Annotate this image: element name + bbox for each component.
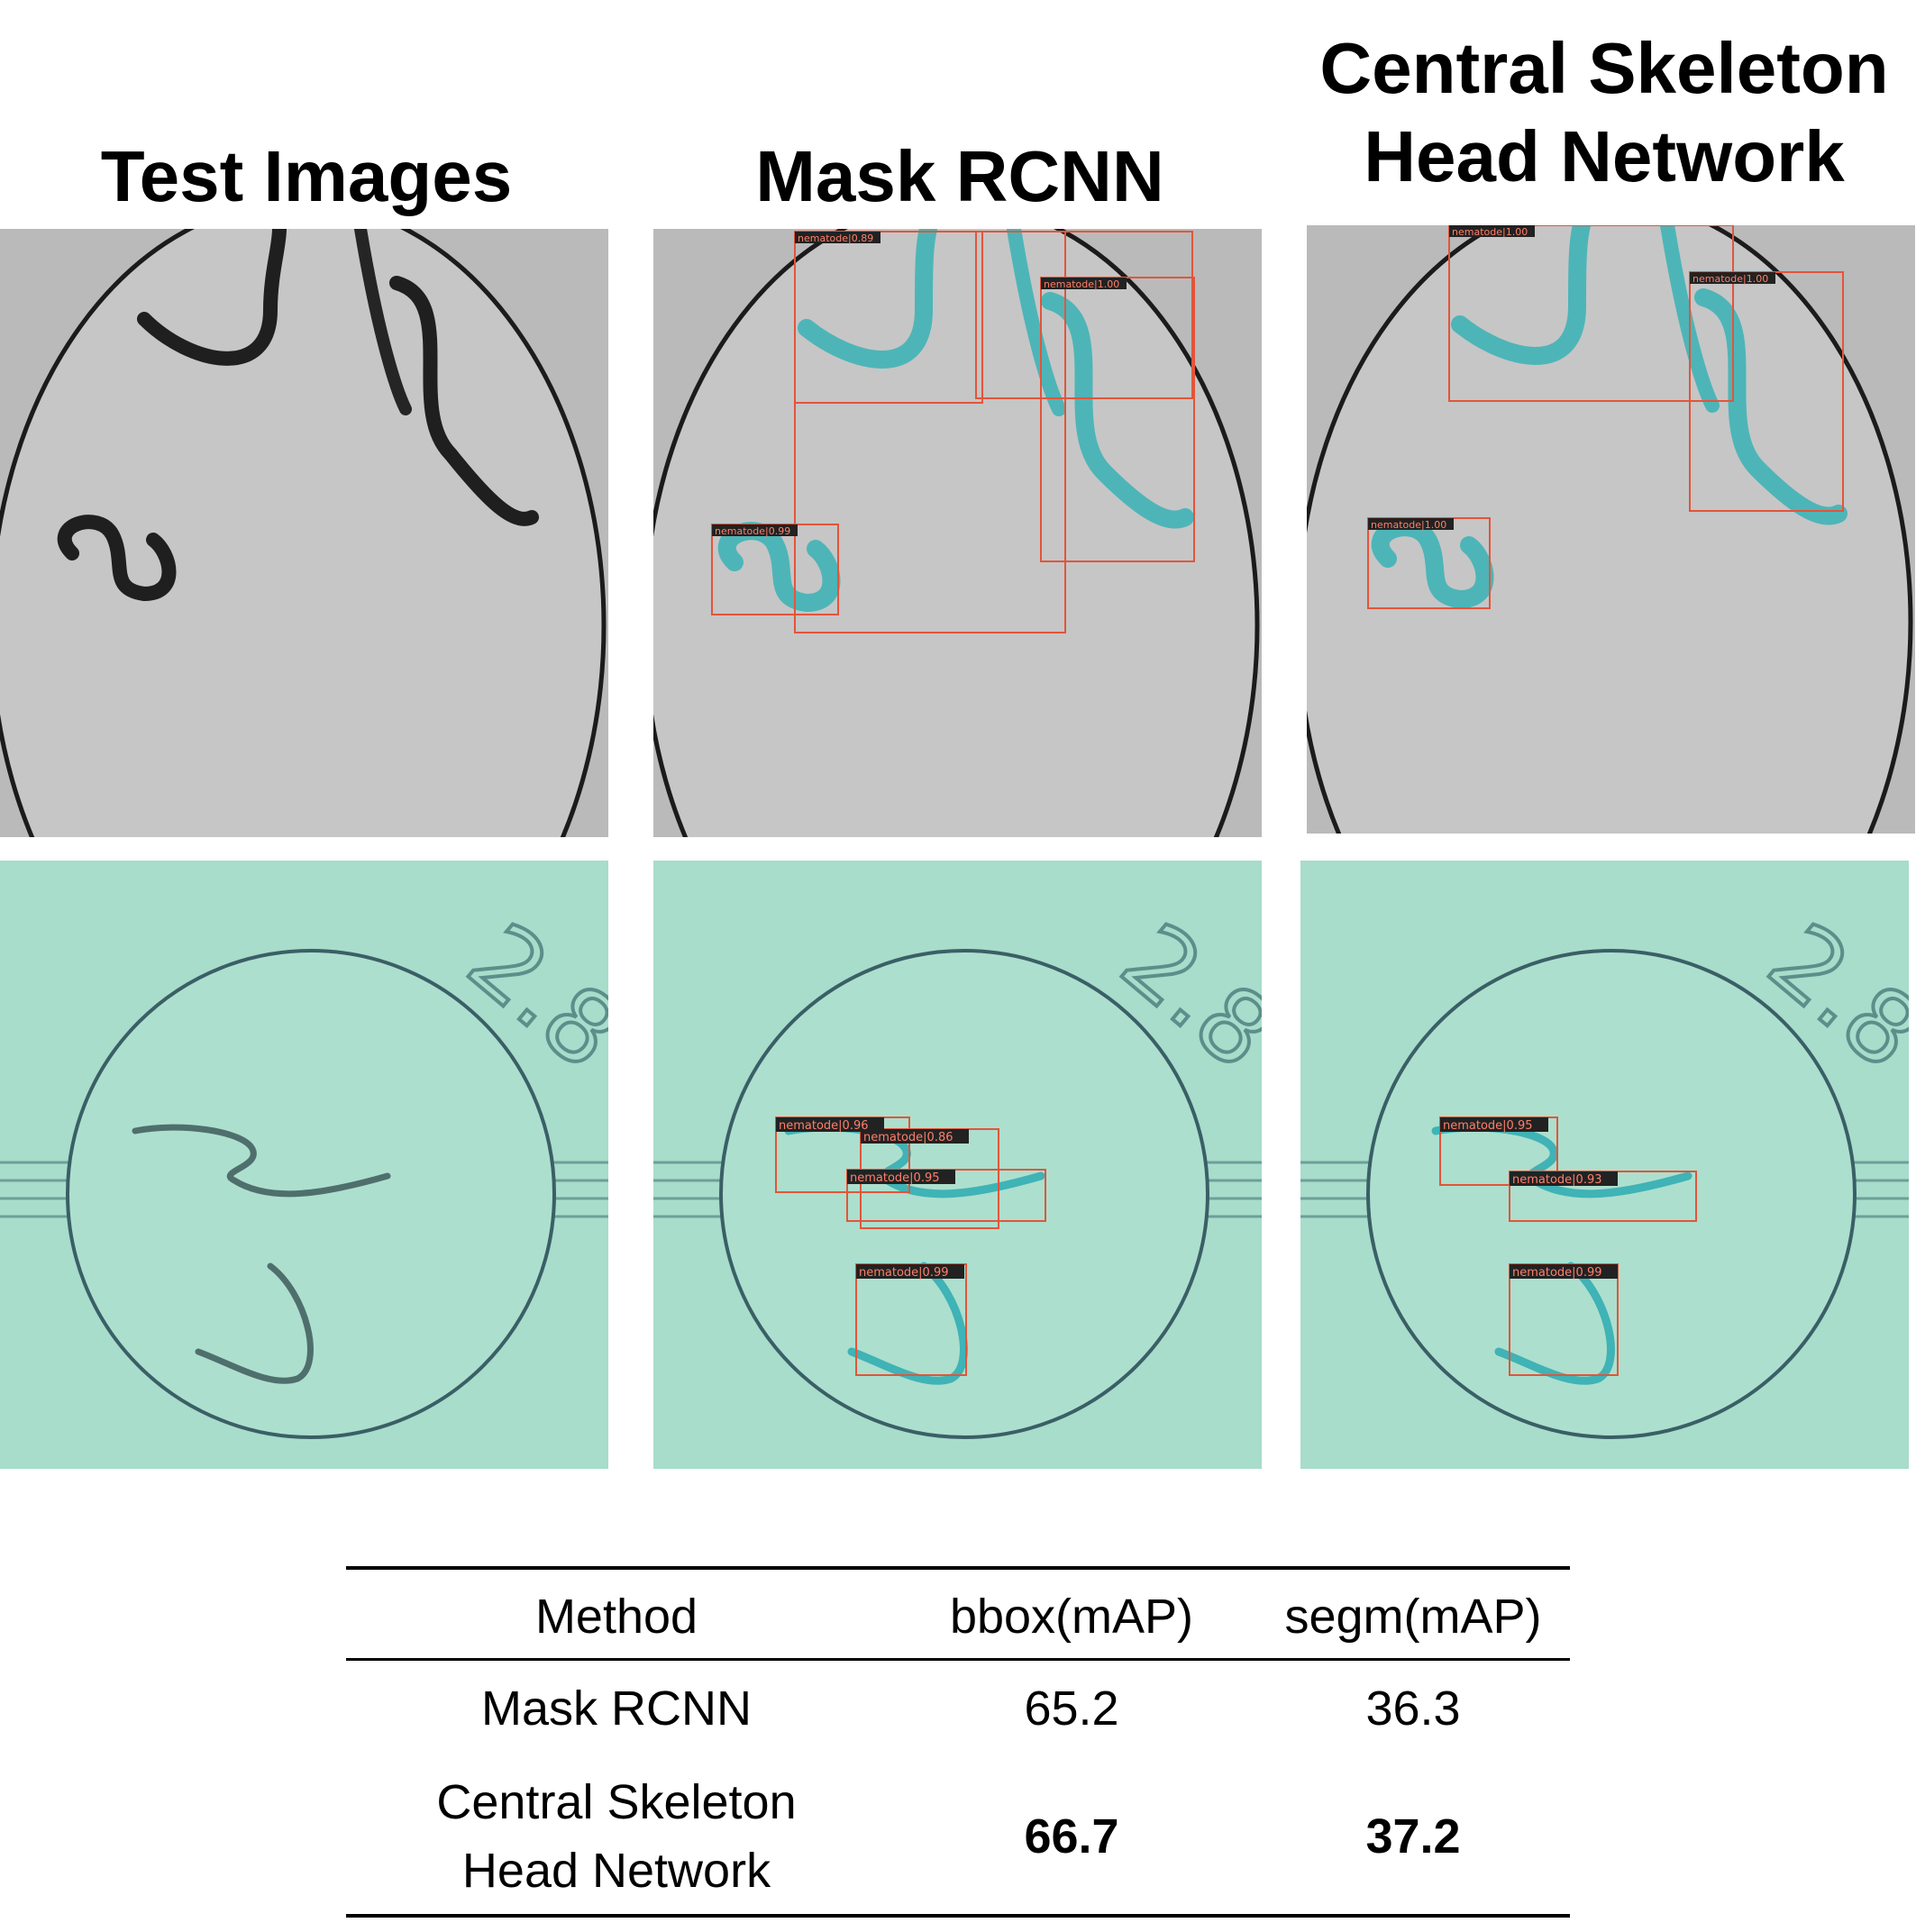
mask-rcnn-image-teal: 2.8 nematode|0.96 nematode|0.86 nematode… (653, 861, 1262, 1469)
table-header-method: Method (534, 1590, 698, 1644)
image-csh-row2: 2.8 nematode|0.95 nematode|0.93 nematode… (1300, 861, 1909, 1469)
image-mask-rcnn-row2: 2.8 nematode|0.96 nematode|0.86 nematode… (653, 861, 1262, 1469)
image-csh-row1: nematode|1.00 nematode|1.00 nematode|1.0… (1307, 225, 1915, 834)
column-title-test-images: Test Images (100, 136, 513, 216)
detection-label: nematode|0.95 (850, 1171, 940, 1185)
detection-label: nematode|1.00 (1452, 226, 1528, 238)
test-image-gray (0, 229, 608, 837)
image-mask-rcnn-row1: nematode|0.89 nematode|1.00 nematode|0.9… (653, 229, 1262, 837)
detection-label: nematode|0.99 (859, 1266, 949, 1280)
column-title-mask-rcnn: Mask RCNN (755, 136, 1164, 216)
detection-label: nematode|1.00 (1692, 273, 1768, 285)
mask-rcnn-image-gray: nematode|0.89 nematode|1.00 nematode|0.9… (653, 229, 1262, 837)
detection-label: nematode|0.99 (715, 525, 790, 537)
csh-image-gray: nematode|1.00 nematode|1.00 nematode|1.0… (1307, 225, 1915, 834)
detection-label: nematode|1.00 (1044, 278, 1119, 290)
csh-image-teal: 2.8 nematode|0.95 nematode|0.93 nematode… (1300, 861, 1909, 1469)
table-header-segm: segm(mAP) (1284, 1590, 1542, 1644)
image-test-row1 (0, 229, 608, 837)
table-row-2-method-line1: Central Skeleton (436, 1775, 797, 1829)
detection-label: nematode|0.93 (1512, 1173, 1602, 1187)
test-image-teal: 2.8 (0, 861, 608, 1469)
table-header-bbox: bbox(mAP) (949, 1590, 1194, 1644)
table-header-rule (346, 1658, 1570, 1661)
detection-label: nematode|0.99 (1512, 1266, 1602, 1280)
detection-label: nematode|0.96 (779, 1119, 869, 1133)
table-row-2-method-line2: Head Network (461, 1844, 771, 1898)
detection-label: nematode|0.86 (863, 1131, 953, 1144)
table-bottom-rule (346, 1914, 1570, 1918)
detection-label: nematode|0.89 (798, 232, 873, 244)
detection-label: nematode|1.00 (1371, 519, 1446, 531)
table-top-rule (346, 1566, 1570, 1570)
table-row-1-bbox: 65.2 (1024, 1681, 1119, 1736)
table-row-2-bbox: 66.7 (1024, 1809, 1119, 1864)
table-row-2-segm: 37.2 (1365, 1809, 1461, 1864)
column-title-csh-line2: Head Network (1364, 116, 1845, 196)
image-test-row2: 2.8 (0, 861, 608, 1469)
column-title-csh-line1: Central Skeleton (1319, 28, 1889, 108)
table-row-1-method: Mask RCNN (480, 1681, 752, 1736)
table-row-1-segm: 36.3 (1365, 1681, 1461, 1736)
detection-label: nematode|0.95 (1443, 1119, 1533, 1133)
